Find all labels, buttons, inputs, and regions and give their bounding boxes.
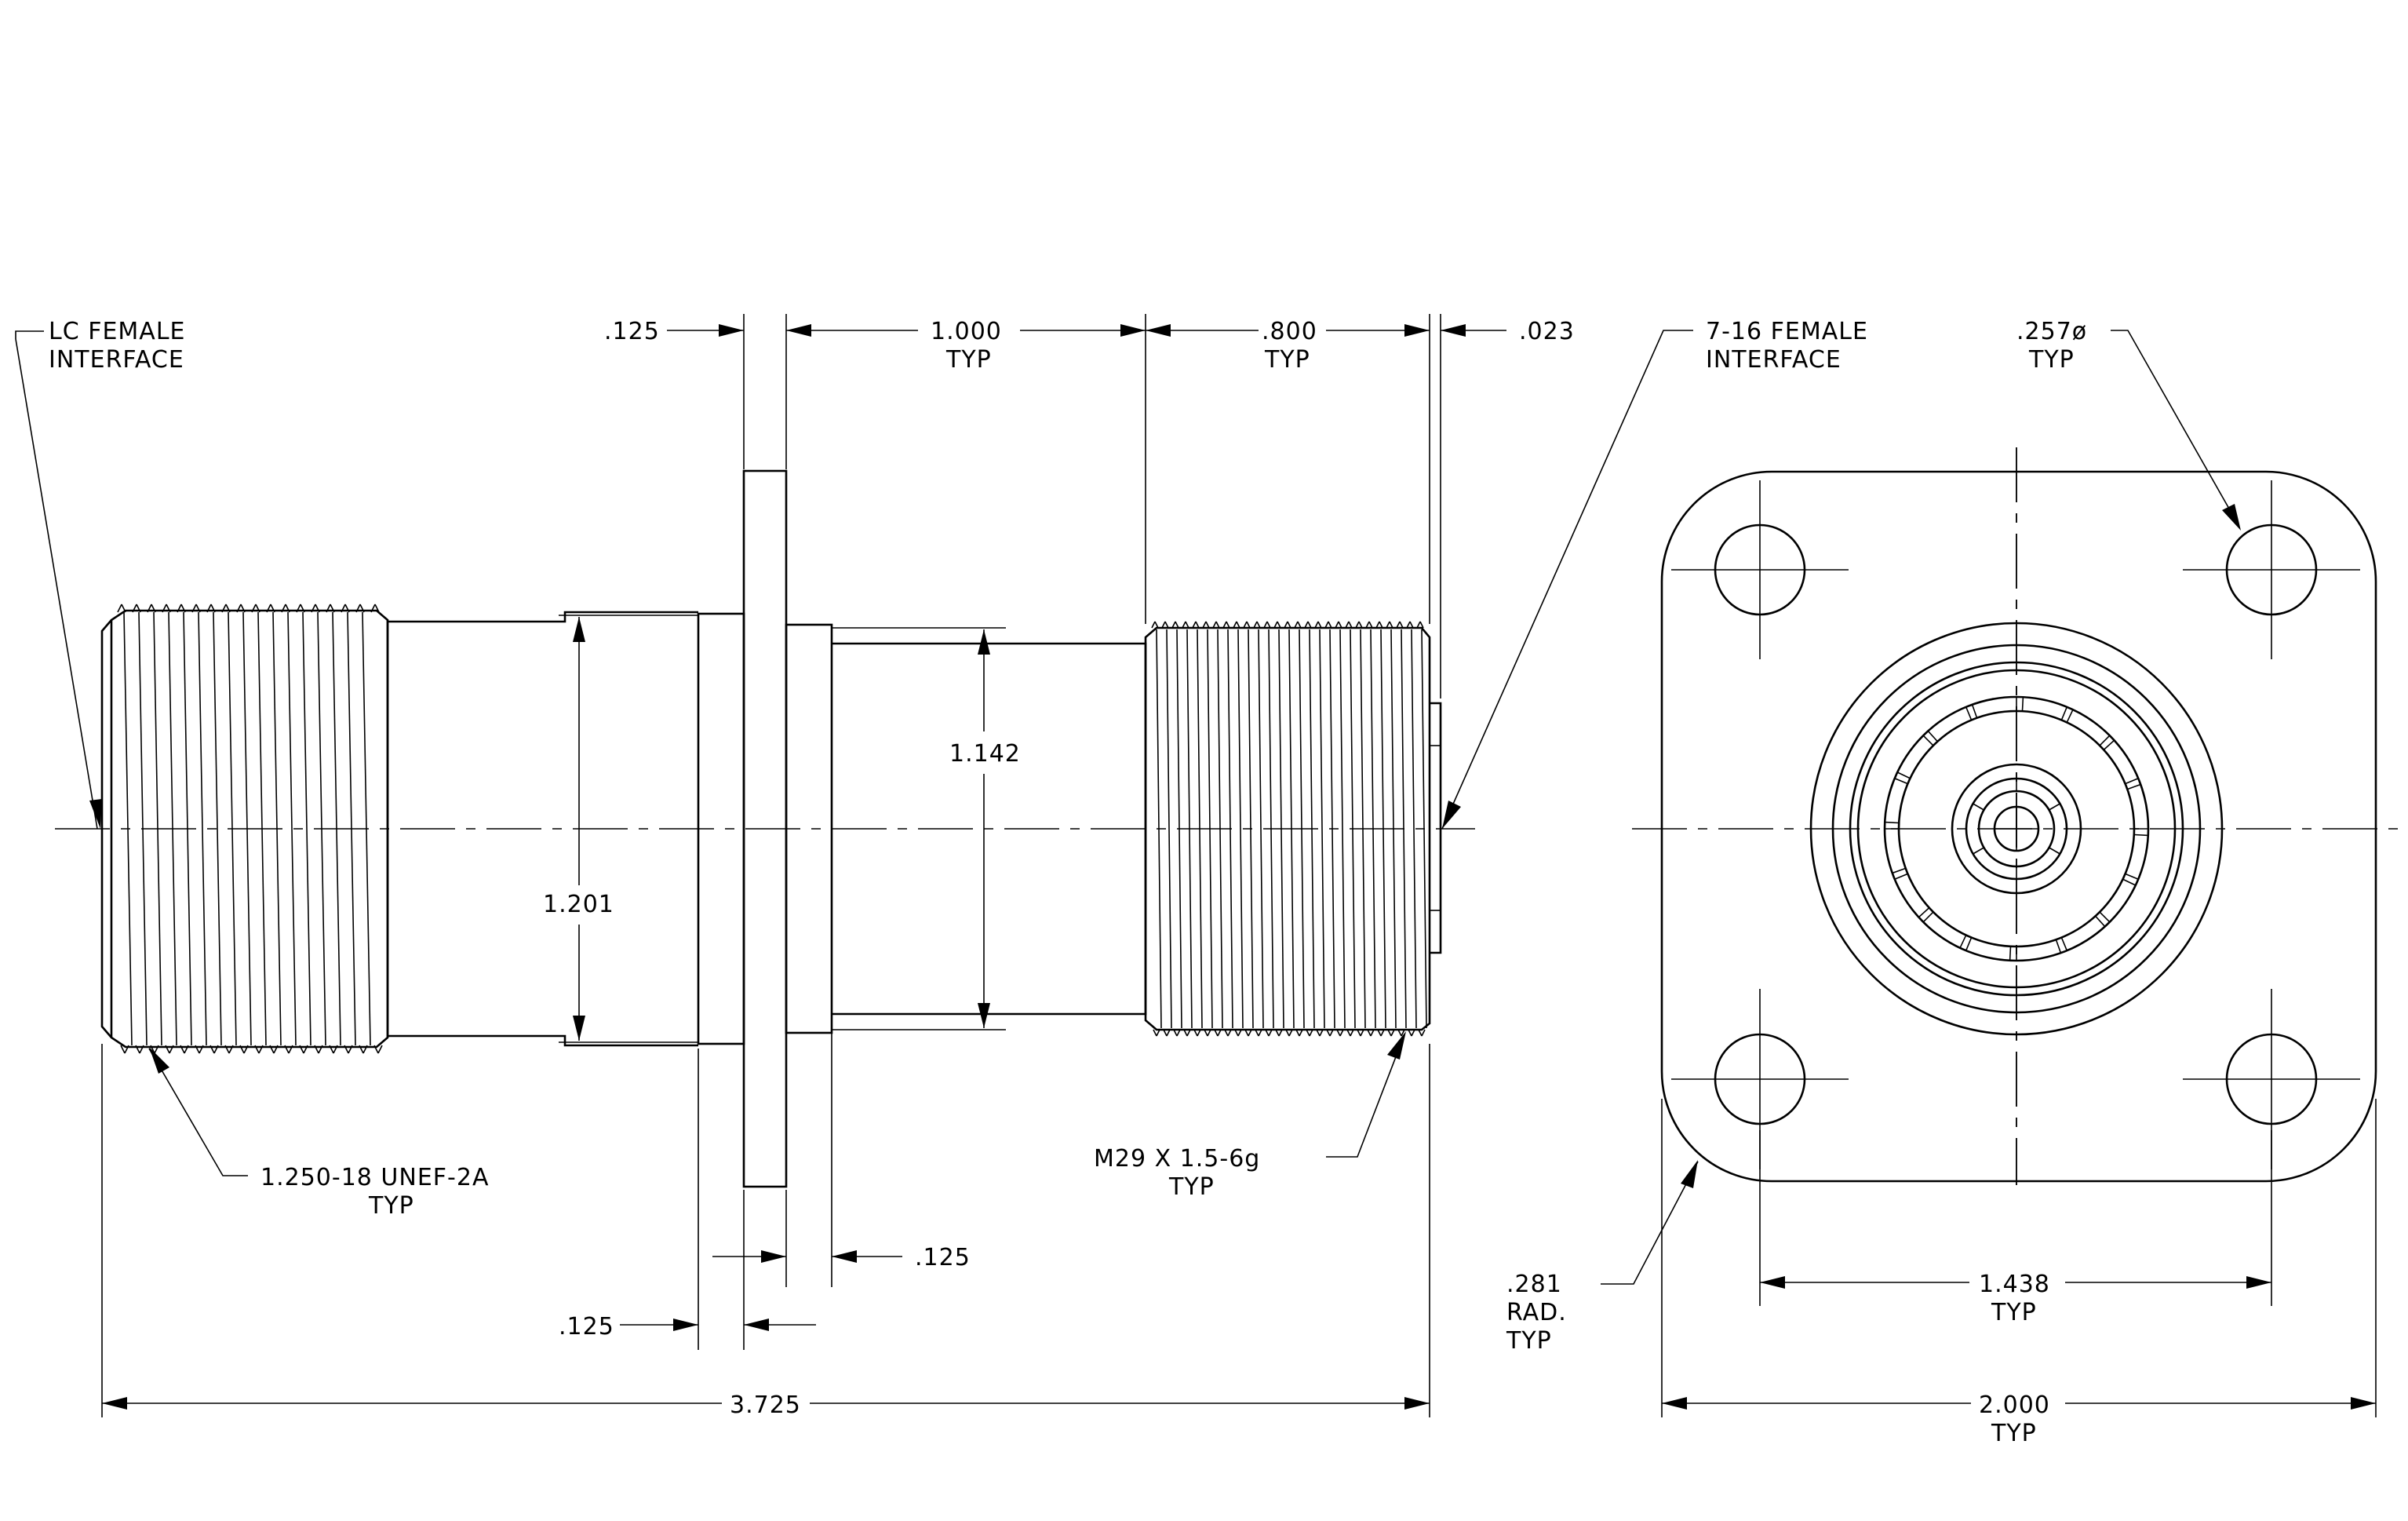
left-thread-section	[100, 604, 389, 1054]
label-hole-diameter: .257ø	[2016, 318, 2087, 345]
dim-flange-width-typ: TYP	[1991, 1420, 2037, 1447]
label-lc-female-line1: LC FEMALE	[49, 318, 185, 345]
label-corner-radius-rad: RAD.	[1506, 1299, 1567, 1326]
end-view: .257ø TYP .281 RAD. TYP 1.438 TYP 2.000 …	[1506, 318, 2407, 1447]
side-view: .125 1.000 TYP .800 TYP .023 1.201	[15, 314, 1868, 1419]
label-corner-radius-typ: TYP	[1506, 1327, 1552, 1355]
label-left-thread: 1.250-18 UNEF-2A	[260, 1164, 489, 1191]
dim-shoulder-right: .125	[915, 1244, 971, 1271]
dim-hole-spacing-typ: TYP	[1991, 1299, 2037, 1326]
label-right-thread-typ: TYP	[1168, 1173, 1215, 1201]
label-left-thread-typ: TYP	[368, 1192, 414, 1220]
dim-body-length: 1.000	[931, 318, 1002, 345]
dim-body-length-typ: TYP	[945, 346, 992, 374]
dim-shoulder-left: .125	[559, 1313, 614, 1340]
interface-rings	[1809, 622, 2224, 1036]
right-shoulder	[785, 623, 833, 1034]
contact-slots	[1885, 697, 2148, 961]
label-right-thread: M29 X 1.5-6g	[1094, 1145, 1260, 1173]
dim-overall-length: 3.725	[730, 1392, 801, 1419]
dim-thread-length: .800	[1262, 318, 1317, 345]
dim-thread-body-diameter: 1.201	[543, 891, 614, 918]
label-lc-female-line2: INTERFACE	[49, 346, 184, 374]
right-thread-lines	[1151, 621, 1427, 1037]
dim-thread-length-typ: TYP	[1264, 346, 1310, 374]
label-716-line1: 7-16 FEMALE	[1706, 318, 1868, 345]
right-thread-section	[1144, 621, 1442, 1037]
label-corner-radius: .281	[1506, 1271, 1562, 1298]
end-view-flange	[1660, 470, 2377, 1183]
dim-hole-spacing: 1.438	[1979, 1271, 2050, 1298]
dim-end-gap: .023	[1519, 318, 1575, 345]
mounting-holes	[1671, 480, 2360, 1169]
dim-flange-width: 2.000	[1979, 1392, 2050, 1419]
label-hole-diameter-typ: TYP	[2028, 346, 2075, 374]
dim-flange-thickness: .125	[604, 318, 660, 345]
label-716-line2: INTERFACE	[1706, 346, 1842, 374]
left-thread-lines	[117, 604, 383, 1054]
dim-body-diameter: 1.142	[949, 740, 1021, 768]
